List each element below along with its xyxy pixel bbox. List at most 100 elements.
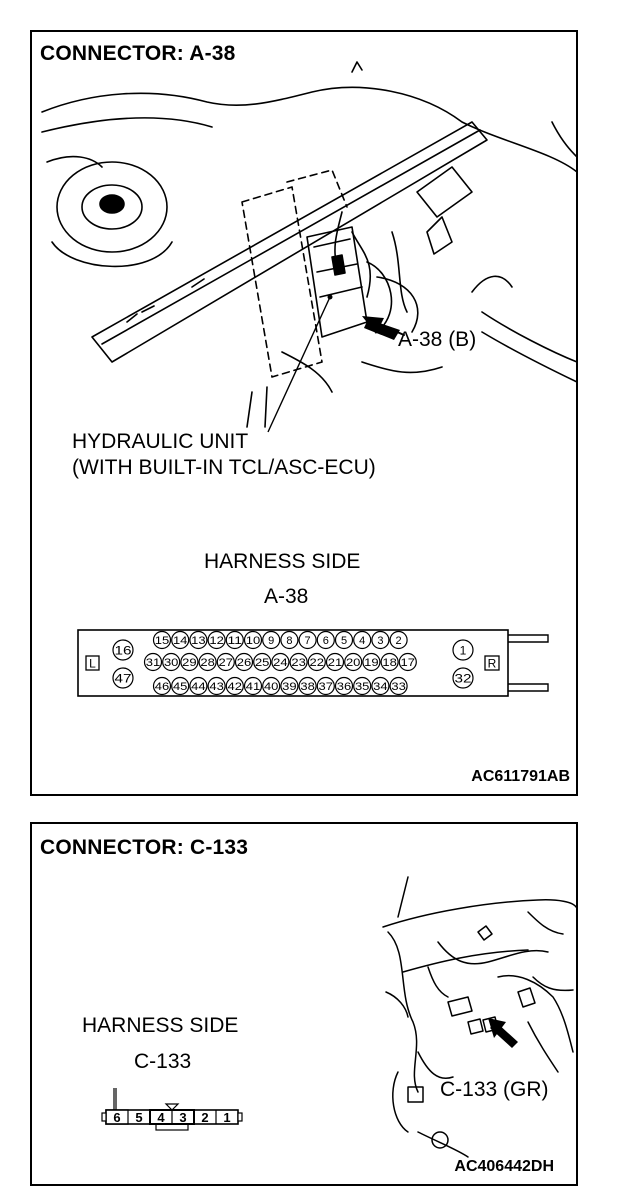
pin-circle [280,676,299,696]
pin-label-7: 7 [305,635,311,647]
hydraulic-unit-label: HYDRAULIC UNIT [72,430,249,453]
pin-circle [225,630,244,650]
center-pins-frame [149,1109,195,1125]
pin-circle [289,652,308,672]
pin-circle [262,676,281,696]
left-ear [101,1112,107,1122]
pin-label-18: 18 [382,657,396,669]
pin-label-9: 9 [268,635,274,647]
pin-label-45: 45 [173,681,187,693]
a38-b-callout: A-38 (B) [398,328,477,351]
pin-label-20: 20 [346,657,360,669]
pin-circle [198,652,217,672]
pin-label-46: 46 [155,681,169,693]
pin-label-41: 41 [246,681,260,693]
pin-circle [262,630,281,650]
pin-label-22: 22 [310,657,324,669]
connector-c133-panel: CONNECTOR: C-133 HARNES [30,822,578,1186]
left-marker: L [89,657,96,671]
pin-circle [271,652,290,672]
pin-circle [216,652,235,672]
pin-circle [380,652,399,672]
pin-label-37: 37 [319,681,333,693]
right-ear [237,1112,243,1122]
pin-label-31: 31 [146,657,160,669]
pin-circle [243,630,263,650]
pin-circle [243,676,263,696]
pin-circle [334,630,354,650]
pin-circle [307,652,326,672]
pin-label-42: 42 [228,681,242,693]
latch-tab [113,1088,117,1110]
pin-circle [112,639,134,661]
pin-circle [180,652,199,672]
pin-circle [316,630,335,650]
pin-circle [334,676,354,696]
pin-label-44: 44 [191,681,205,693]
pin-label-11: 11 [228,635,242,647]
figure-code: AC406442DH [454,1158,554,1175]
pin-circle [189,630,208,650]
pin-label-38: 38 [300,681,314,693]
pin-label-8: 8 [286,635,292,647]
pin-label-13: 13 [191,635,205,647]
pin-circle [225,676,244,696]
panel-title: CONNECTOR: C-133 [40,836,249,859]
pin-circle [253,652,272,672]
pin-circle [112,667,134,689]
pin-label-21: 21 [328,657,342,669]
pin-label-3: 3 [377,635,383,647]
pin-circle [398,652,417,672]
pin-circle [189,676,208,696]
pin-label-2: 2 [201,1110,208,1125]
right-marker-box [484,655,500,671]
pin-label-23: 23 [291,657,305,669]
pin-label-15: 15 [155,635,169,647]
pin-label-16: 16 [115,643,132,657]
pin-label-36: 36 [337,681,351,693]
pin-label-6: 6 [113,1110,120,1125]
pin-circle [325,652,345,672]
pin-label-3: 3 [179,1110,186,1125]
pin-circle [389,676,408,696]
pin-label-24: 24 [273,657,287,669]
pin-circle [143,652,163,672]
pin-circle [298,630,317,650]
pin-circle [353,630,372,650]
pin-label-39: 39 [282,681,296,693]
connector-id-label: A-38 [264,585,309,608]
figure-code: AC611791AB [471,768,570,785]
pin-label-35: 35 [355,681,369,693]
pin-circle [152,630,172,650]
pin-circle [280,630,299,650]
pin-label-1: 1 [460,643,467,657]
pin-label-29: 29 [182,657,196,669]
pin-label-1: 1 [223,1110,230,1125]
right-marker: R [488,657,497,671]
pin-label-30: 30 [164,657,178,669]
pin-label-14: 14 [173,635,187,647]
pin-circle [171,676,190,696]
pin-label-40: 40 [264,681,278,693]
pin-circle [171,630,190,650]
pin-label-10: 10 [246,635,260,647]
c133-gr-callout: C-133 (GR) [440,1078,549,1101]
pin-label-17: 17 [401,657,415,669]
pin-circle [207,630,226,650]
pin-label-26: 26 [237,657,251,669]
pin-label-5: 5 [341,635,347,647]
hydraulic-unit-illustration [41,61,578,433]
pin-circle [298,676,317,696]
pin-label-4: 4 [359,635,365,647]
pin-label-19: 19 [364,657,378,669]
connector-a38-panel: CONNECTOR: A-38 [30,30,578,796]
pin-label-43: 43 [209,681,223,693]
lock-tab-bottom [508,683,549,692]
pin-circle [362,652,381,672]
lock-tab-top [508,634,549,643]
pin-circle [371,676,390,696]
pin-circle [371,630,390,650]
pin-label-47: 47 [115,671,132,685]
